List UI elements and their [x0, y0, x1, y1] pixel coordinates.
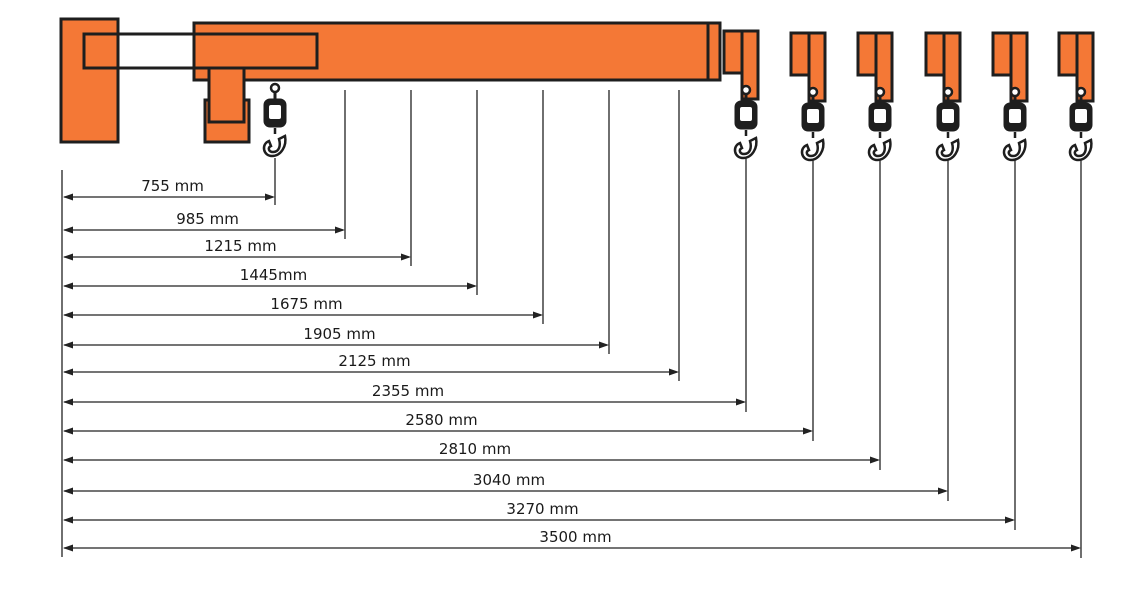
arrowhead-left — [63, 282, 73, 290]
trolley-body — [207, 66, 246, 124]
hook-icon — [733, 84, 758, 160]
arrowhead-right — [401, 253, 411, 261]
hanging-trolley — [991, 31, 1029, 103]
dimension-label: 2355 mm — [372, 382, 444, 400]
dimension-label: 1675 mm — [270, 295, 342, 313]
dimension-label: 2125 mm — [338, 352, 410, 370]
arrowhead-right — [599, 341, 609, 349]
hanging-trolley — [722, 29, 760, 101]
arrowhead-right — [669, 368, 679, 376]
dimension-label: 3040 mm — [473, 471, 545, 489]
arrowhead-right — [265, 193, 275, 201]
arrowhead-left — [63, 456, 73, 464]
hook-icon — [262, 82, 287, 158]
arrowhead-right — [1071, 544, 1081, 552]
arrowhead-left — [63, 544, 73, 552]
crane-column — [59, 17, 120, 144]
arrowhead-right — [736, 398, 746, 406]
hanging-trolley — [1057, 31, 1095, 103]
dimension-lines: 755 mm 985 mm 1215 mm 1445mm 1675 mm 1905 mm 2… — [61, 90, 1082, 558]
inner-arm — [82, 32, 319, 70]
arrowhead-left — [63, 226, 73, 234]
arrowhead-left — [63, 487, 73, 495]
dimension-label: 2810 mm — [439, 440, 511, 458]
dimension-label: 2580 mm — [405, 411, 477, 429]
hook-icon — [867, 86, 892, 162]
arrowhead-left — [63, 193, 73, 201]
dimension-label: 1445mm — [240, 266, 307, 284]
arrowhead-right — [870, 456, 880, 464]
hanging-trolley — [924, 31, 962, 103]
dimension-label: 1215 mm — [204, 237, 276, 255]
crane-structure — [59, 17, 722, 144]
arrowhead-left — [63, 427, 73, 435]
arrowhead-left — [63, 516, 73, 524]
hook-icon — [1068, 86, 1093, 162]
arrowhead-right — [1005, 516, 1015, 524]
arrowhead-right — [335, 226, 345, 234]
hook-icon — [935, 86, 960, 162]
dimension-label: 755 mm — [141, 177, 204, 195]
arrowhead-right — [938, 487, 948, 495]
trolley-positions — [722, 29, 1095, 103]
hanging-trolley — [856, 31, 894, 103]
arrowhead-left — [63, 341, 73, 349]
arrowhead-right — [467, 282, 477, 290]
hook-icon — [800, 86, 825, 162]
main-beam — [192, 21, 722, 82]
arrowhead-left — [63, 311, 73, 319]
arrowhead-left — [63, 253, 73, 261]
hook-icon — [1002, 86, 1027, 162]
arrowhead-left — [63, 398, 73, 406]
dimension-label: 985 mm — [176, 210, 239, 228]
hooks — [262, 82, 1093, 162]
dimension-label: 1905 mm — [303, 325, 375, 343]
arrowhead-left — [63, 368, 73, 376]
dimension-label: 3500 mm — [539, 528, 611, 546]
arrowhead-right — [803, 427, 813, 435]
dimension-label: 3270 mm — [506, 500, 578, 518]
hanging-trolley — [789, 31, 827, 103]
arrowhead-right — [533, 311, 543, 319]
